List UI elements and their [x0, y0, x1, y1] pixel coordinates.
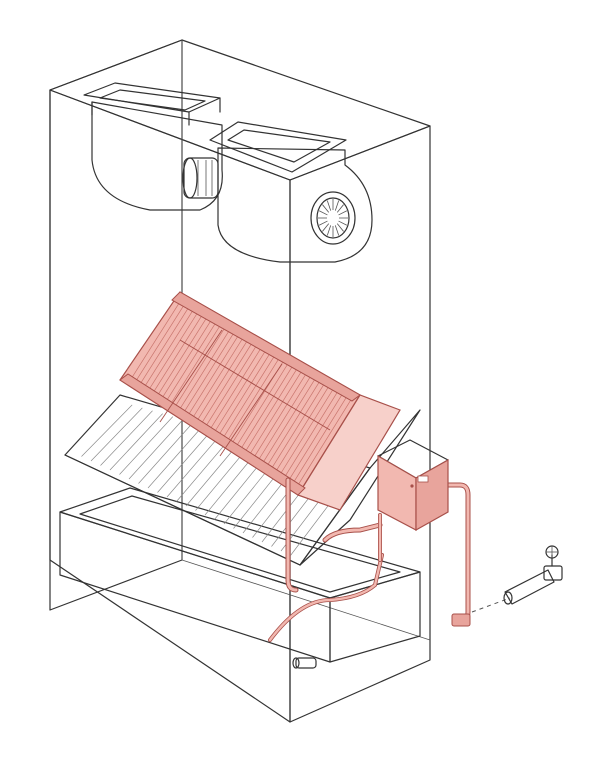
- fan-blade: [336, 223, 344, 232]
- upper-coil-fin: [233, 356, 293, 450]
- upper-coil-fin: [178, 322, 235, 411]
- lower-coil-fin: [119, 416, 174, 475]
- valve-body: [543, 565, 563, 581]
- upper-coil-header-bar: [119, 373, 306, 496]
- fan-blade: [336, 204, 344, 213]
- upper-coil-fin: [199, 335, 257, 426]
- control-box: [377, 439, 449, 532]
- fan-blade: [326, 225, 332, 236]
- fan-blade: [334, 200, 340, 211]
- upper-coil-fin: [255, 369, 316, 465]
- blower-wheel-blades: [318, 199, 348, 237]
- lower-coil-fin: [157, 428, 214, 493]
- upper-coil-top-bar: [171, 291, 361, 402]
- upper-coil-fin: [246, 363, 307, 459]
- upper-coil-fin: [170, 317, 226, 405]
- upper-coil-fin: [136, 296, 190, 381]
- blower-front-outlet: [209, 121, 347, 173]
- fan-blade: [322, 223, 330, 232]
- upper-coil-fin: [191, 330, 248, 420]
- lower-coil-fin: [147, 425, 204, 489]
- upper-coil-fin: [161, 312, 217, 399]
- upper-coil-fin: [182, 325, 239, 414]
- upper-coil-fin: [272, 379, 334, 478]
- cabinet-top: [49, 39, 431, 181]
- valve-pipe-body: [504, 569, 555, 605]
- upper-coil-side-plate: [297, 394, 401, 511]
- drain-pan-inner: [79, 495, 401, 593]
- lower-coil-fin: [90, 407, 143, 462]
- upper-coil-fin: [148, 304, 203, 390]
- evaporator-coil-upper: [119, 291, 401, 511]
- upper-coil-fins: [131, 294, 356, 493]
- blower-fan-front: [209, 121, 373, 263]
- fan-blade: [338, 210, 348, 216]
- control-box-side: [415, 458, 449, 532]
- upper-coil-fin: [195, 333, 253, 423]
- upper-coil-fin: [157, 309, 212, 396]
- upper-coil-fin: [263, 374, 325, 471]
- upper-coil-fin: [140, 299, 194, 384]
- fan-blade: [326, 200, 332, 211]
- upper-coil-fin: [293, 392, 356, 493]
- lower-coil-fin: [138, 422, 194, 484]
- upper-coil-fin: [238, 358, 298, 453]
- dashed-connection: [471, 597, 511, 613]
- upper-coil-fin: [144, 302, 199, 387]
- external-valve-assembly: [471, 545, 563, 613]
- upper-coil-fin: [204, 338, 262, 429]
- lower-coil-fin: [128, 419, 184, 480]
- blower-fan-rear: [83, 82, 223, 211]
- blower-front-inlet: [310, 191, 356, 245]
- blower-front-housing: [217, 147, 373, 263]
- upper-coil-fin: [208, 340, 266, 432]
- lower-coil-fin: [100, 410, 153, 466]
- upper-coil-fin: [216, 345, 275, 438]
- upper-coil-fin: [221, 348, 280, 441]
- tee-fitting: [451, 613, 471, 627]
- upper-coil-fin: [225, 351, 284, 444]
- upper-coil-fin: [187, 327, 244, 417]
- lower-coil-fin: [166, 430, 224, 498]
- upper-coil-fin: [289, 389, 352, 490]
- fan-blade: [318, 210, 328, 216]
- blower-motor-coupling: [182, 157, 219, 199]
- cabinet-base-edge: [181, 559, 431, 641]
- drain-pan-side: [329, 571, 421, 663]
- upper-coil-fin: [276, 381, 338, 481]
- upper-coil-fin: [165, 314, 221, 402]
- upper-coil-fin: [174, 320, 230, 408]
- blower-rear-outlet-inner: [99, 89, 206, 111]
- fan-blade: [318, 220, 328, 226]
- lower-coil-fin: [81, 404, 133, 457]
- blower-rear-outlet: [83, 82, 221, 113]
- upper-coil-fin: [153, 307, 208, 393]
- upper-coil-fin: [212, 343, 271, 435]
- upper-coil-fin: [250, 366, 311, 462]
- fan-blade: [338, 220, 348, 226]
- drain-outlet: [292, 657, 317, 669]
- lower-coil-fin: [109, 413, 163, 471]
- upper-coil-fin: [131, 294, 185, 378]
- control-box-face: [377, 454, 417, 531]
- upper-coil-fin: [242, 361, 302, 456]
- control-box-indicator: [417, 475, 429, 483]
- upper-coil-fin: [267, 376, 329, 475]
- fan-blade: [322, 204, 330, 213]
- blower-front-outlet-inner: [227, 129, 331, 163]
- drain-pan: [59, 487, 421, 663]
- blower-rear-housing: [91, 101, 223, 211]
- upper-coil-fin: [259, 371, 320, 468]
- upper-coil-fin: [284, 387, 347, 487]
- fan-blade: [334, 225, 340, 236]
- upper-coil-fin: [280, 384, 343, 484]
